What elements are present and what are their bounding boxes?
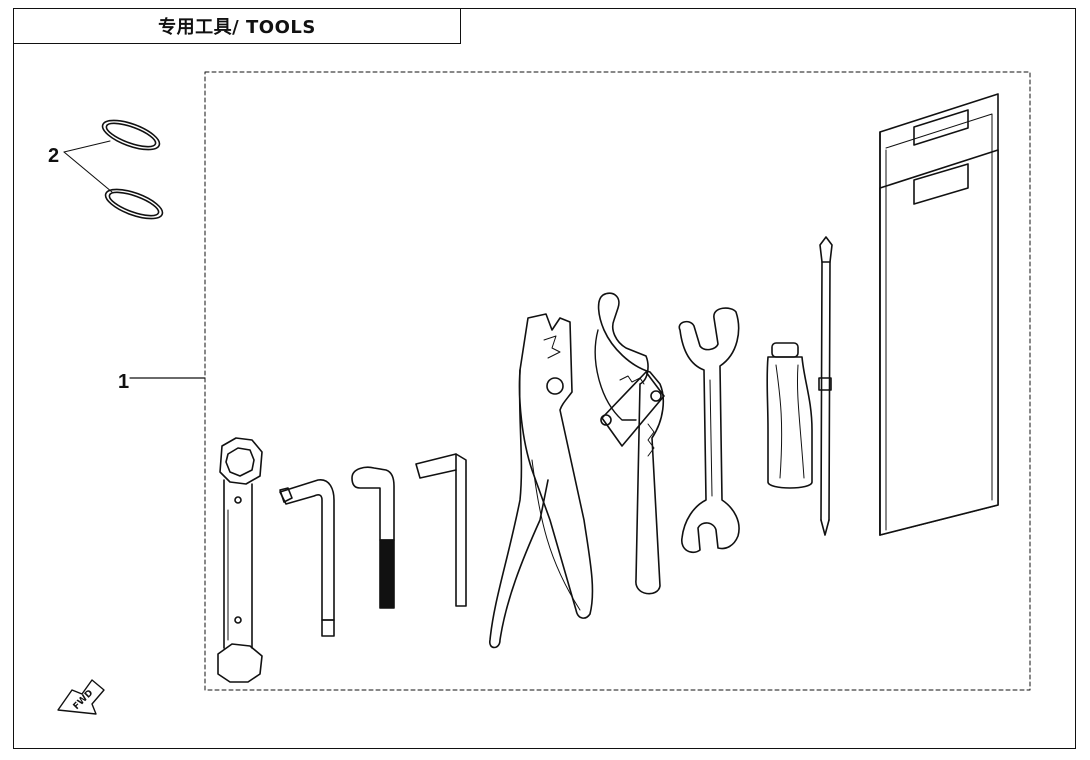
page-title: 专用工具/ TOOLS [158,17,316,38]
callout-1: 1 [118,371,206,393]
o-ring [101,119,161,151]
title-block: 专用工具/ TOOLS [13,8,461,44]
callout-2: 2 [48,140,113,193]
hex-key-ball-end [279,479,335,637]
o-ring [104,188,164,220]
adjustable-spanner [594,292,665,595]
svg-text:1: 1 [118,371,129,393]
tool-pouch [879,93,999,536]
screwdriver-bit-shaft [818,236,833,536]
combination-pliers [489,313,594,649]
hex-key-large [415,453,467,607]
double-open-end-wrench [678,307,740,554]
screwdriver-handle [766,342,813,489]
kit-boundary [204,71,1031,691]
forward-direction-arrow: FWD [57,679,105,715]
drawing-frame [13,8,1076,749]
hex-key-threaded [351,466,395,609]
tubular-box-spanner [217,437,263,683]
svg-text:2: 2 [48,145,59,167]
